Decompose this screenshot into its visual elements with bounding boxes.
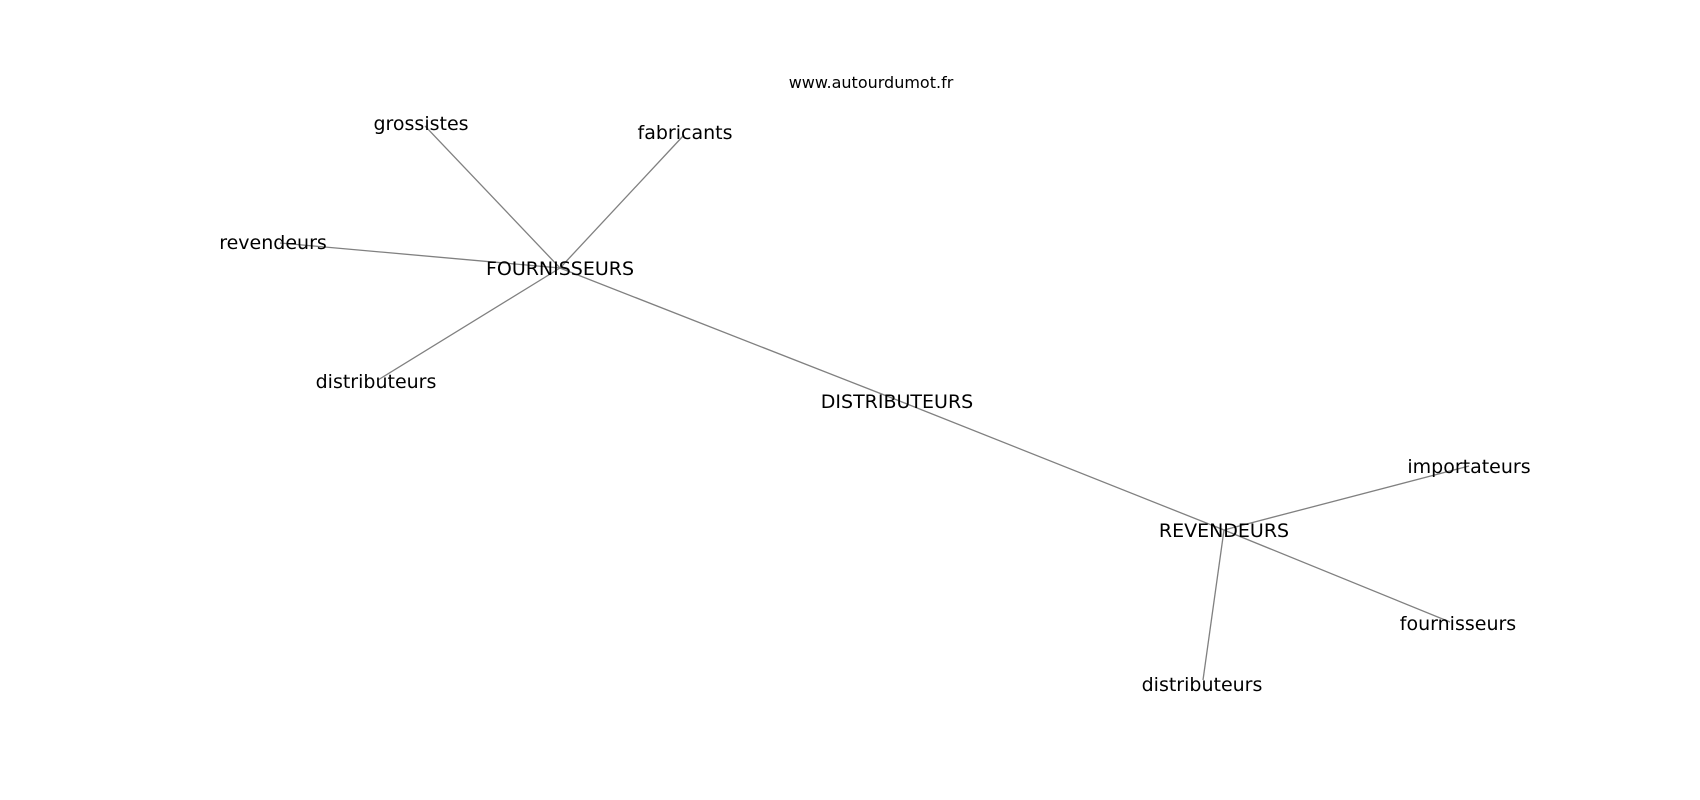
node-revendeurs-hub[interactable]: REVENDEURS [1159,520,1289,542]
edge-fournisseurs-hub-to-revendeurs [279,242,561,269]
edge-fournisseurs-hub-to-distributeurs-hub [559,267,898,401]
node-grossistes[interactable]: grossistes [373,113,468,135]
node-distributeurs-hub[interactable]: DISTRIBUTEURS [821,391,973,413]
node-importateurs[interactable]: importateurs [1407,456,1530,478]
node-distributeurs-1[interactable]: distributeurs [316,371,437,393]
edge-fournisseurs-hub-to-fabricants [559,134,685,269]
edge-fournisseurs-hub-to-distributeurs-1 [377,267,561,381]
edge-revendeurs-hub-to-fournisseurs [1223,529,1451,623]
edge-distributeurs-hub-to-revendeurs-hub [896,399,1225,531]
node-revendeurs[interactable]: revendeurs [219,232,327,254]
node-fournisseurs[interactable]: fournisseurs [1400,613,1516,635]
edge-revendeurs-hub-to-distributeurs-2 [1202,529,1225,681]
node-distributeurs-2[interactable]: distributeurs [1142,674,1263,696]
edge-revendeurs-hub-to-importateurs [1223,465,1470,531]
node-fabricants[interactable]: fabricants [638,122,733,144]
watermark-text: www.autourdumot.fr [789,73,954,92]
edge-fournisseurs-hub-to-grossistes [424,125,561,269]
node-fournisseurs-hub[interactable]: FOURNISSEURS [486,258,634,280]
edges-layer [279,125,1470,681]
labels-layer: FOURNISSEURS DISTRIBUTEURS REVENDEURS gr… [219,113,1530,696]
